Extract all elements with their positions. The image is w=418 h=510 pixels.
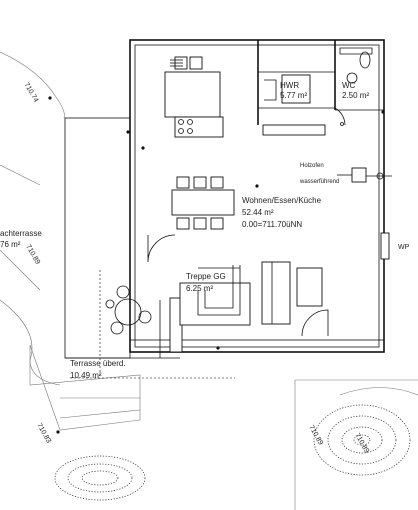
oven-label-1: Holzofen xyxy=(300,163,324,169)
hwr-area: 5.77 m² xyxy=(280,91,307,100)
kitchen xyxy=(164,56,224,138)
survey-points xyxy=(48,96,385,434)
living-furniture xyxy=(261,167,392,325)
oven-label-2: wasserführend xyxy=(299,179,339,185)
terrace-area: 10.49 m² xyxy=(70,371,102,380)
elevation-4: 710.89 xyxy=(307,424,324,446)
terrace-furniture xyxy=(105,285,152,335)
elevation-1: 710.74 xyxy=(23,82,40,104)
interior-walls xyxy=(169,40,384,353)
stairs-name: Treppe GG xyxy=(186,272,226,281)
roof-terrace-area: 76 m² xyxy=(0,240,21,249)
wc-name: WC xyxy=(342,81,356,90)
living-room-area: 52.44 m² xyxy=(242,208,274,217)
hwr-name: HWR xyxy=(280,81,299,90)
heat-pump-label: WP xyxy=(398,244,410,251)
elevation-3: 710.83 xyxy=(35,422,52,444)
roof-terrace-name: achterrasse xyxy=(0,229,42,238)
stairs-area: 6.25 m² xyxy=(186,284,213,293)
terrace-area xyxy=(64,117,235,379)
utility-fixtures xyxy=(264,47,373,126)
elevation-5: 710.89 xyxy=(353,432,370,454)
wc-area: 2.50 m² xyxy=(342,91,369,100)
terrace-name: Terrasse überd. xyxy=(70,359,126,368)
staircase xyxy=(197,265,241,316)
doors xyxy=(147,234,329,337)
living-room-level: 0.00=711.70üNN xyxy=(242,220,302,229)
outer-walls xyxy=(129,39,385,353)
room-labels: Wohnen/Essen/Küche 52.44 m² 0.00=711.70ü… xyxy=(0,81,410,380)
living-room-name: Wohnen/Essen/Küche xyxy=(242,196,322,205)
site-lines xyxy=(0,51,418,510)
elevation-2: 710.89 xyxy=(24,244,41,266)
trees xyxy=(54,404,411,501)
dining-set xyxy=(171,176,235,230)
